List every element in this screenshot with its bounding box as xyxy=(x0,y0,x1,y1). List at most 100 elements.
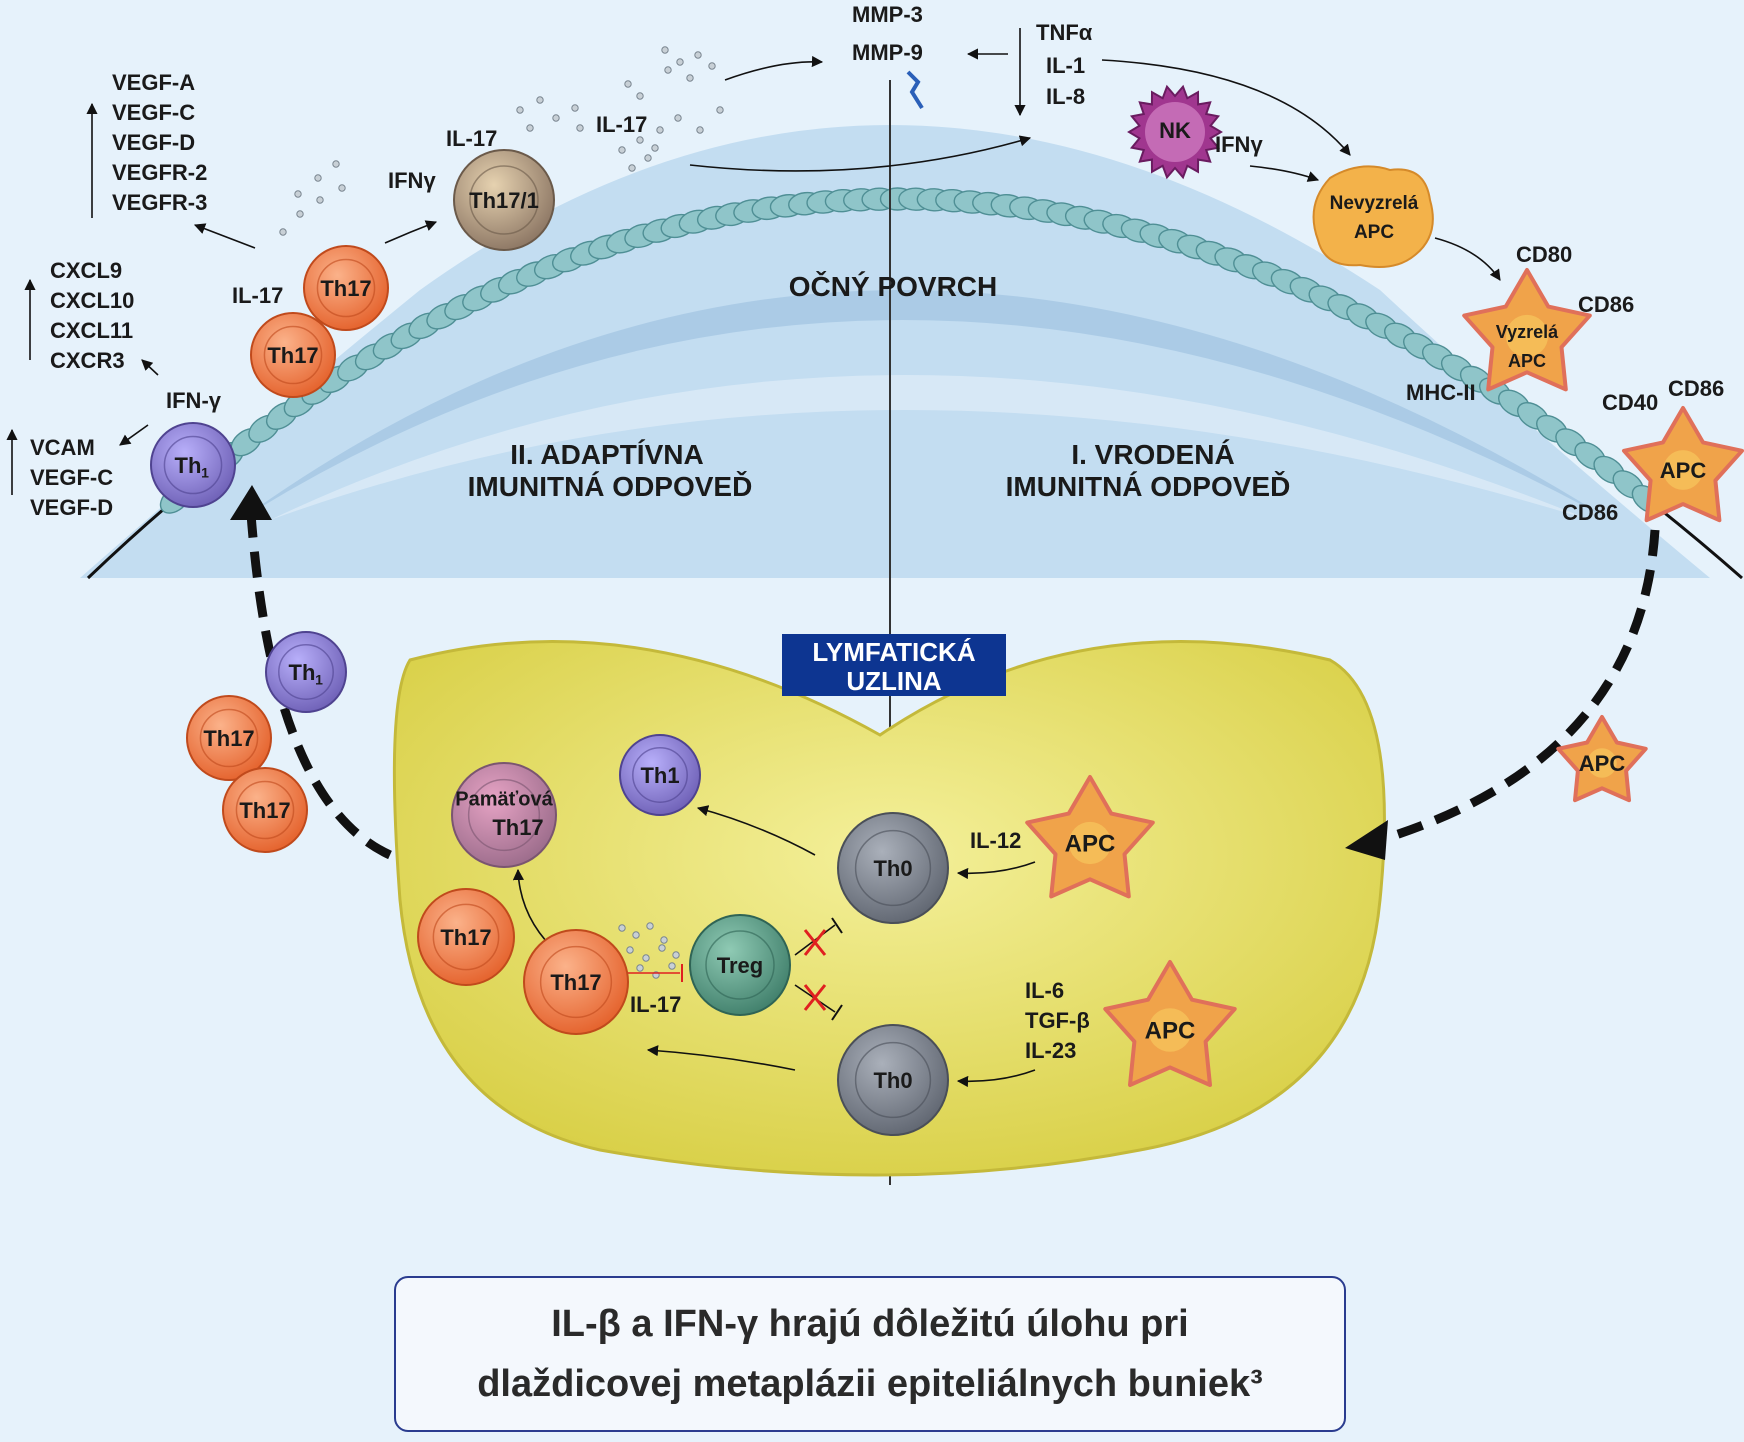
label-cd80: CD80 xyxy=(1516,242,1572,267)
apc-cell-node-1: APC xyxy=(1025,775,1155,899)
apc-cell-migrating: APC xyxy=(1556,715,1648,803)
apc-cell-node-2-label: APC xyxy=(1145,1017,1196,1044)
caption-line-2: dlaždicovej metaplázii epiteliálnych bun… xyxy=(477,1363,1263,1405)
cytokine-dot xyxy=(552,114,560,122)
vegfr-3: VEGFR-3 xyxy=(112,190,207,215)
label-il12: IL-12 xyxy=(970,828,1021,853)
cxcl11: CXCL11 xyxy=(50,318,133,343)
vcam-vegf-d: VEGF-D xyxy=(30,495,113,520)
lymph-node-label-1: LYMFATICKÁ xyxy=(812,637,975,667)
vcam-vegf-c: VEGF-C xyxy=(30,465,113,490)
vegf-c: VEGF-C xyxy=(112,100,195,125)
cytokine-dot xyxy=(676,58,684,66)
label-il17-node: IL-17 xyxy=(630,992,681,1017)
cytokine-dot xyxy=(279,228,287,236)
cytokine-dot xyxy=(626,946,634,954)
label-il23: IL-23 xyxy=(1025,1038,1076,1063)
cytokine-dot xyxy=(694,51,702,59)
tissue-inner-band xyxy=(240,290,1610,520)
cytokine-dot xyxy=(618,146,626,154)
innate-title-2: IMUNITNÁ ODPOVEĎ xyxy=(1006,471,1291,502)
cytokine-dot xyxy=(516,106,524,114)
signal-arrows xyxy=(119,28,1501,1088)
cytokine-dot xyxy=(696,126,704,134)
th17-cell-node-2-label: Th17 xyxy=(550,970,601,995)
mature-apc-cell xyxy=(1462,268,1592,392)
inhibition-marks xyxy=(628,917,843,1021)
th1-cell-node: Th1 xyxy=(619,734,701,816)
caption-box: IL-β a IFN-γ hrajú dôležitú úlohu pri dl… xyxy=(394,1276,1346,1432)
cytokine-dot xyxy=(636,92,644,100)
ocular-surface-title: OČNÝ POVRCH xyxy=(789,270,997,302)
label-cd40: CD40 xyxy=(1602,390,1658,415)
th1-cell-surface xyxy=(150,422,236,508)
mature-apc-label-2: APC xyxy=(1508,351,1546,371)
cytokine-dot xyxy=(668,962,676,970)
apc-cell-surface-label: APC xyxy=(1660,458,1707,483)
label-cd86-a: CD86 xyxy=(1578,292,1634,317)
cytokine-dot xyxy=(526,124,534,132)
nk-label: NK xyxy=(1159,118,1191,143)
cytokine-dot xyxy=(636,964,644,972)
cytokine-dot xyxy=(636,136,644,144)
th17-cell-migrating-1: Th17 xyxy=(186,695,272,781)
vegfr-2: VEGFR-2 xyxy=(112,160,207,185)
label-mhc: MHC-II xyxy=(1406,380,1476,405)
label-tgfb: TGF-β xyxy=(1025,1008,1090,1033)
label-il17-th: IL-17 xyxy=(446,126,497,151)
apc-cell-node-2: APC xyxy=(1103,960,1237,1087)
adaptive-title-2: IMUNITNÁ ODPOVEĎ xyxy=(468,471,753,502)
label-ifn-gamma-left: IFN-γ xyxy=(166,388,222,413)
label-il17-top: IL-17 xyxy=(596,112,647,137)
th1-migrating-label: Th xyxy=(289,660,316,685)
cytokine-dot xyxy=(708,62,716,70)
th1-cell-migrating xyxy=(265,631,347,713)
cytokine-dot xyxy=(642,954,650,962)
treg-cell: Treg xyxy=(689,914,791,1016)
cytokine-dot xyxy=(624,80,632,88)
th17-cell-node-2: Th17 xyxy=(523,929,629,1035)
th17-cell-node-1-label: Th17 xyxy=(440,925,491,950)
cytokine-particles xyxy=(279,46,724,979)
cytokine-dot xyxy=(644,154,652,162)
cxcl10: CXCL10 xyxy=(50,288,134,313)
vcam: VCAM xyxy=(30,435,95,460)
cytokine-dot xyxy=(651,144,659,152)
tissue-lower-band xyxy=(270,375,1590,520)
label-il17-left: IL-17 xyxy=(232,283,283,308)
cytokine-dot xyxy=(632,931,640,939)
cytokine-dot xyxy=(664,66,672,74)
cytokine-dot xyxy=(656,126,664,134)
apc-cell-surface: APC xyxy=(1622,406,1744,523)
label-il8: IL-8 xyxy=(1046,84,1085,109)
apc-cell-node-1-label: APC xyxy=(1065,830,1116,857)
th1-migrating-subscript: 1 xyxy=(315,672,323,688)
memory-label-2: Th17 xyxy=(492,815,543,840)
cytokine-dot xyxy=(314,174,322,182)
th17-cell-migrating-1-label: Th17 xyxy=(203,726,254,751)
label-cd86-b: CD86 xyxy=(1668,376,1724,401)
innate-title-1: I. VRODENÁ xyxy=(1071,439,1234,470)
treg-cell-label: Treg xyxy=(717,953,763,978)
th17-cell-node-1: Th17 xyxy=(417,888,515,986)
cytokine-dot xyxy=(646,922,654,930)
adaptive-title-1: II. ADAPTÍVNA xyxy=(510,439,703,470)
th1-cell-node-label: Th1 xyxy=(640,763,679,788)
th17-cell-lower: Th17 xyxy=(250,312,336,398)
th0-cell-lower: Th0 xyxy=(837,1024,949,1136)
cytokine-dot xyxy=(674,114,682,122)
mmp-marker xyxy=(906,70,924,110)
label-cd86-c: CD86 xyxy=(1562,500,1618,525)
th0-cell-upper-label: Th0 xyxy=(873,856,912,881)
th17-1-cell: Th17/1 xyxy=(453,149,555,251)
th17-cell-upper: Th17 xyxy=(303,245,389,331)
cytokine-dot xyxy=(576,124,584,132)
th17-cell-migrating-2: Th17 xyxy=(222,767,308,853)
th17-cell-lower-label: Th17 xyxy=(267,343,318,368)
label-il6: IL-6 xyxy=(1025,978,1064,1003)
label-mmp9: MMP-9 xyxy=(852,40,923,65)
label-ifng-nk: IFNγ xyxy=(1215,132,1263,157)
nk-cell: NK xyxy=(1127,84,1223,180)
th0-cell-upper: Th0 xyxy=(837,812,949,924)
